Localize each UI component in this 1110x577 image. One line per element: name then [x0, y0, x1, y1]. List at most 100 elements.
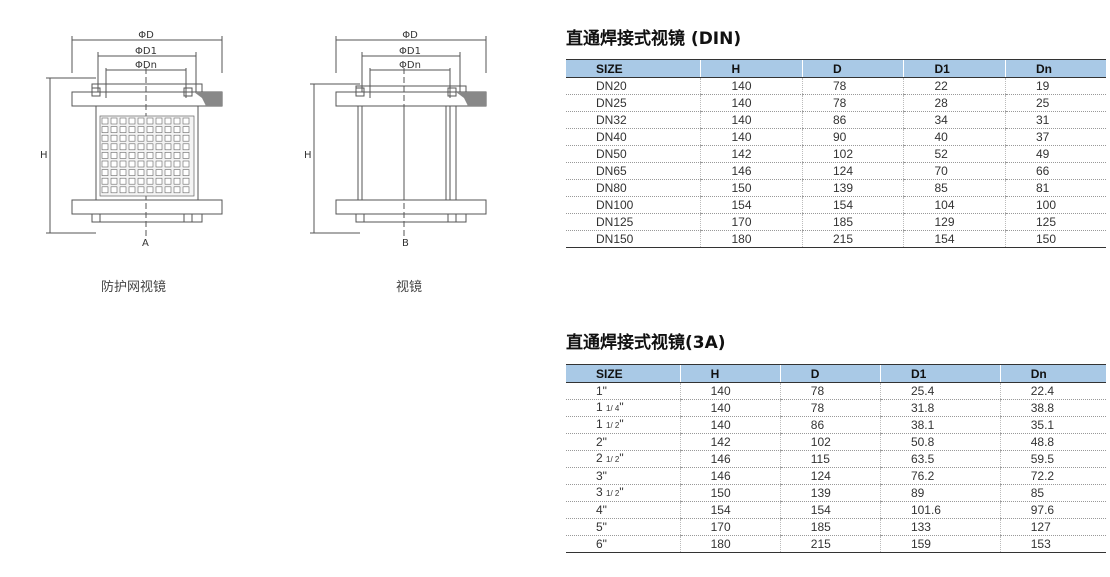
size-suffix: "	[619, 485, 624, 499]
size-whole: 1"	[596, 383, 607, 398]
left-dim-d1: ΦD1	[135, 46, 157, 57]
table-cell: 150	[1004, 230, 1106, 248]
3a-table-title: 直通焊接式视镜(3A)	[566, 333, 726, 353]
mesh-hole	[182, 126, 190, 133]
table-cell: 146	[700, 162, 803, 180]
size-suffix: "	[619, 451, 624, 465]
table-cell: 86	[801, 111, 904, 129]
table-cell: 215	[801, 230, 904, 248]
table-cell: 185	[801, 213, 904, 231]
mesh-hole	[182, 117, 190, 125]
mesh-hole	[182, 152, 190, 159]
mesh-hole	[110, 160, 118, 168]
table-cell: 22	[903, 77, 1006, 95]
size-fraction: 1/ 2	[606, 489, 620, 498]
mesh-hole	[110, 117, 118, 125]
table-cell: 38.8	[999, 399, 1106, 417]
size-whole: 4"	[596, 502, 607, 517]
table-cell: 140	[700, 128, 803, 146]
mesh-hole	[137, 186, 145, 194]
mesh-hole	[155, 186, 163, 194]
mesh-hole	[164, 126, 172, 133]
mesh-hole	[182, 169, 190, 176]
table-cell: 170	[679, 518, 781, 536]
column-header: H	[679, 364, 781, 383]
mesh-hole	[173, 143, 181, 151]
mesh-hole	[128, 186, 136, 194]
mesh-hole	[182, 160, 190, 168]
column-header: Dn	[1004, 59, 1106, 78]
left-bottom-label: A	[142, 238, 149, 249]
table-cell: 140	[700, 94, 803, 112]
right-dim-d1: ΦD1	[399, 46, 421, 57]
mesh-sight-glass-drawing: ΦD ΦD1 ΦDn H A	[40, 30, 223, 249]
mesh-hole	[173, 169, 181, 176]
table-cell: 150	[679, 484, 781, 502]
table-cell: 146	[679, 450, 781, 468]
table-cell: 125	[1004, 213, 1106, 231]
table-cell: 4"	[566, 501, 681, 519]
mesh-hole	[155, 117, 163, 125]
mesh-hole	[128, 126, 136, 133]
table-cell: 66	[1004, 162, 1106, 180]
table-cell: 85	[903, 179, 1006, 197]
mesh-hole	[128, 169, 136, 176]
table-cell: 150	[700, 179, 803, 197]
mesh-hole	[110, 186, 118, 194]
table-cell: 140	[679, 399, 781, 417]
size-whole: 2"	[596, 434, 607, 449]
size-suffix: "	[619, 417, 624, 431]
mesh-hole	[173, 134, 181, 142]
table-cell: 170	[700, 213, 803, 231]
mesh-hole	[119, 134, 127, 142]
table-cell: 139	[779, 484, 881, 502]
mesh-hole	[182, 177, 190, 185]
table-cell: 154	[779, 501, 881, 519]
mesh-hole	[137, 117, 145, 125]
table-cell: DN150	[566, 230, 701, 248]
mesh-hole	[173, 152, 181, 159]
mesh-hole	[119, 117, 127, 125]
mesh-hole	[173, 160, 181, 168]
mesh-hole	[119, 186, 127, 194]
table-cell: 142	[700, 145, 803, 163]
table-cell: 28	[903, 94, 1006, 112]
table-cell: 25.4	[879, 382, 1001, 400]
mesh-hole	[101, 143, 109, 151]
table-cell: 153	[999, 535, 1106, 553]
size-fraction: 1/ 2	[606, 455, 620, 464]
table-cell: 85	[999, 484, 1106, 502]
size-whole: 1	[596, 400, 607, 414]
table-cell: 102	[779, 433, 881, 451]
table-cell: 2"	[566, 433, 681, 451]
mesh-hole	[119, 143, 127, 151]
mesh-hole	[119, 177, 127, 185]
table-cell: 76.2	[879, 467, 1001, 485]
table-cell: 124	[779, 467, 881, 485]
mesh-hole	[173, 186, 181, 194]
mesh-hole	[182, 186, 190, 194]
table-cell: 6"	[566, 535, 681, 553]
size-whole: 2	[596, 451, 607, 465]
mesh-hole	[137, 160, 145, 168]
left-dim-dn: ΦDn	[135, 60, 157, 71]
table-cell: 35.1	[999, 416, 1106, 434]
table-cell: 146	[679, 467, 781, 485]
table-cell: DN100	[566, 196, 701, 214]
size-whole: 3"	[596, 468, 607, 483]
table-cell: 37	[1004, 128, 1106, 146]
left-dim-height: H	[40, 150, 48, 161]
mesh-hole	[110, 169, 118, 176]
mesh-hole	[101, 177, 109, 185]
